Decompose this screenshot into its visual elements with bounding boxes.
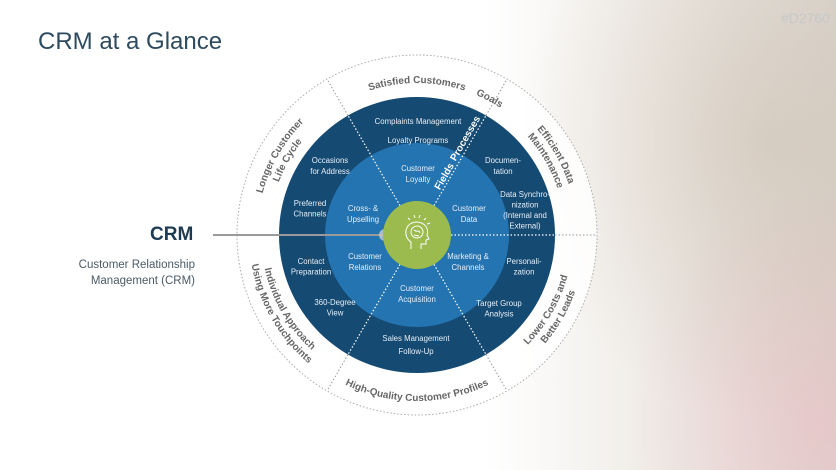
- field-marketing-channels: Marketing &Channels: [447, 252, 489, 272]
- goal-divider: [485, 354, 508, 392]
- goal-divider: [326, 354, 349, 392]
- process-personalization: Personali-zation: [506, 257, 542, 277]
- center-circle: [383, 201, 451, 269]
- goal-divider: [326, 78, 349, 116]
- crm-subtitle: Customer Relationship Management (CRM): [78, 259, 195, 287]
- goal-divider: [485, 78, 508, 116]
- page-title: CRM at a Glance: [38, 28, 223, 55]
- brain-head-icon: [405, 214, 431, 249]
- crm-label: CRM: [150, 224, 194, 245]
- process-documentation: Documen-tation: [485, 156, 521, 176]
- slide-code: #D2760: [780, 10, 830, 26]
- field-cross-upselling: Cross- &Upselling: [347, 204, 379, 224]
